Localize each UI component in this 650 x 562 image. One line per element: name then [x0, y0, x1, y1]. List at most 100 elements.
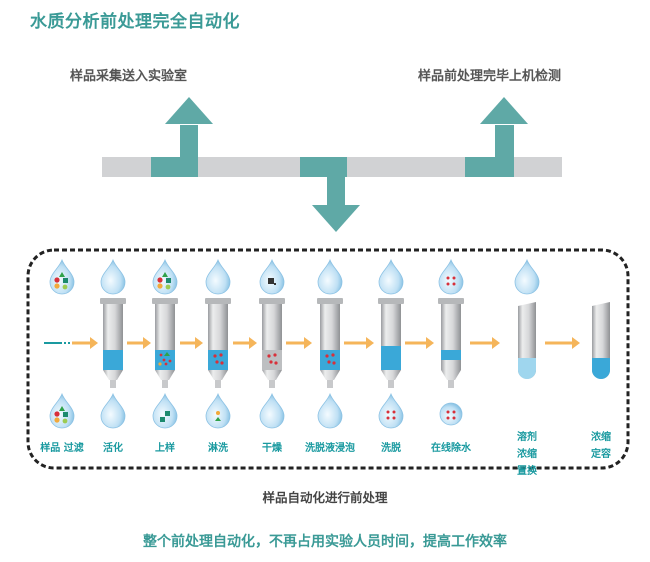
top-droplet-solvent-exchange	[514, 258, 540, 295]
bottom-droplet-online-dewater	[439, 402, 463, 426]
green-particle	[165, 284, 171, 290]
red-particle	[452, 410, 456, 414]
step-label-line: 定容	[591, 449, 611, 460]
red-particle	[452, 276, 456, 280]
cartridge-liquid	[441, 350, 461, 360]
droplet-shape	[317, 258, 343, 295]
top-droplet-dry	[259, 258, 285, 295]
summary-text: 整个前处理自动化，不再占用实验人员时间，提高工作效率	[143, 534, 507, 550]
cartridge-loading	[152, 298, 178, 388]
step-label-line: 淋洗	[208, 443, 228, 454]
test-tube-liquid	[518, 358, 536, 379]
process-box-caption: 样品自动化进行前处理	[262, 490, 388, 505]
flow-arrow-head	[366, 337, 374, 349]
bottom-droplet-dry	[259, 392, 285, 429]
step-label-elution-soak: 洗脱液浸泡	[290, 440, 370, 458]
orange-particle	[157, 283, 163, 289]
step-label-sample-filter: 样品 过滤	[22, 440, 102, 458]
red-particle	[452, 416, 456, 420]
square-particle	[160, 417, 165, 422]
square-particle	[63, 412, 68, 417]
cartridge-tip	[327, 380, 333, 388]
step-label-concentrate-volume: 浓缩定容	[561, 429, 641, 463]
droplet-shape	[378, 258, 404, 295]
red-particle	[274, 361, 278, 365]
top-droplet-activation	[100, 258, 126, 295]
cartridge-tip	[162, 380, 168, 388]
flow-arrow-head	[249, 337, 257, 349]
bottom-droplet-rinse	[205, 392, 231, 429]
flow-arrow-head	[426, 337, 434, 349]
flow-arrow-head	[195, 337, 203, 349]
cartridge-liquid	[208, 350, 228, 370]
step-label-line: 在线除水	[431, 443, 471, 454]
triangle-particle	[162, 272, 168, 277]
cartridge-rim	[378, 298, 404, 304]
red-particle	[446, 410, 450, 414]
droplet-shape	[317, 392, 343, 429]
test-tube-concentrate-volume	[592, 302, 610, 379]
square-particle	[63, 278, 68, 283]
step-label-line: 溶剂	[517, 432, 537, 443]
flow-arrow-2	[127, 337, 151, 349]
red-particle	[269, 360, 273, 364]
red-particle	[162, 358, 166, 362]
orange-particle	[216, 411, 220, 415]
step-label-line: 洗脱液浸泡	[305, 443, 355, 454]
step-label-line: 干燥	[262, 443, 282, 454]
page-title: 水质分析前处理完全自动化	[30, 12, 240, 32]
step-label-rinse: 淋洗	[178, 440, 258, 458]
triangle-particle	[59, 406, 65, 411]
flow-arrow-4	[233, 337, 257, 349]
flow-arrow-head	[304, 337, 312, 349]
step-label-line: 浓缩	[517, 449, 537, 460]
flow-arrow-head	[143, 337, 151, 349]
top-droplet-sample-filter	[49, 258, 75, 295]
cartridge-rim	[100, 298, 126, 304]
red-particle	[386, 416, 390, 420]
cartridge-body	[441, 304, 461, 380]
step-label-elution: 洗脱	[351, 440, 431, 458]
droplet-shape	[514, 258, 540, 295]
red-particle	[452, 282, 456, 286]
cartridge-tip	[448, 380, 454, 388]
cartridge-rim	[205, 298, 231, 304]
droplet-shape	[259, 258, 285, 295]
green-particle	[62, 418, 68, 424]
step-label-dry: 干燥	[232, 440, 312, 458]
droplet-shape	[259, 392, 285, 429]
red-particle	[267, 354, 271, 358]
red-particle	[332, 361, 336, 365]
red-particle	[446, 276, 450, 280]
cartridge-online-dewater	[438, 298, 464, 388]
bottom-droplet-loading	[152, 392, 178, 429]
orange-particle	[54, 283, 60, 289]
flow-arrow-6	[344, 337, 374, 349]
red-particle	[392, 410, 396, 414]
flow-arrow-5	[286, 337, 312, 349]
square-particle	[166, 278, 171, 283]
red-particle	[213, 354, 217, 358]
red-particle	[446, 282, 450, 286]
step-label-line: 洗脱	[381, 443, 401, 454]
cartridge-liquid	[381, 346, 401, 370]
label-ready-for-detection: 样品前处理完毕上机检测	[418, 69, 562, 84]
top-droplet-rinse	[205, 258, 231, 295]
cartridge-rinse	[205, 298, 231, 388]
flow-arrow-1	[72, 337, 98, 349]
cartridge-rim	[438, 298, 464, 304]
red-particle	[220, 361, 224, 365]
step-label-solvent-exchange: 溶剂浓缩置换	[487, 429, 567, 480]
orange-particle	[54, 417, 60, 423]
step-label-line: 活化	[103, 443, 123, 454]
cartridge-dry	[259, 298, 285, 388]
top-droplet-online-dewater	[438, 258, 464, 295]
red-particle	[331, 353, 335, 357]
test-tube-solvent-exchange	[518, 302, 536, 379]
cartridge-tip	[215, 380, 221, 388]
red-particle	[392, 416, 396, 420]
triangle-particle	[59, 272, 65, 277]
droplet-shape	[100, 392, 126, 429]
flow-arrow-head	[492, 337, 500, 349]
